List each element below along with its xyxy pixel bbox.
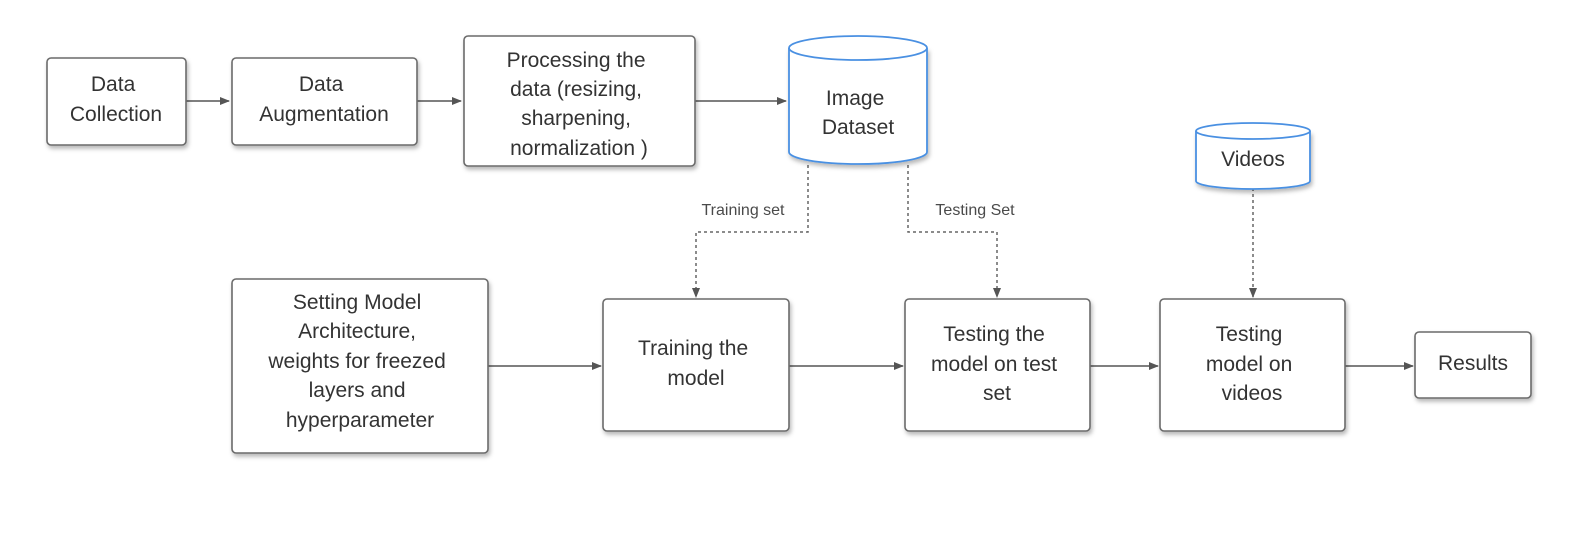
node-data-augmentation-line: Augmentation bbox=[259, 103, 389, 126]
svg-text:Videos: Videos bbox=[1221, 148, 1285, 171]
node-testing-videos: Testing model on videos bbox=[1159, 298, 1346, 432]
svg-text:Testing model on v: Testing model on videos bbox=[1206, 323, 1298, 405]
svg-text:Image Dataset: Image Dataset bbox=[822, 87, 895, 139]
node-videos-cylinder: Videos bbox=[1195, 122, 1311, 190]
edge-label-testing-set: Testing Set bbox=[935, 202, 1015, 219]
node-setting-model-line: hyperparameter bbox=[286, 409, 434, 432]
node-image-dataset-cylinder: Image Dataset bbox=[788, 35, 928, 165]
node-setting-model-line: weights for freezed bbox=[267, 350, 445, 373]
node-data-augmentation-line: Data bbox=[299, 73, 344, 96]
node-processing: Processing the data (resizing, sharpenin… bbox=[463, 35, 696, 167]
node-setting-model: Setting Model Architecture, weights for … bbox=[231, 278, 489, 454]
svg-text:Setting Model Architectu: Setting Model Architecture, weights for … bbox=[267, 291, 451, 432]
node-testing-test-set-line: set bbox=[983, 382, 1011, 405]
svg-text:Processing the data (res: Processing the data (resizing, sharpenin… bbox=[507, 49, 652, 160]
node-videos-line: Videos bbox=[1221, 148, 1285, 171]
node-processing-line: data (resizing, bbox=[510, 78, 642, 101]
node-testing-videos-line: model on bbox=[1206, 353, 1292, 376]
edge-label-training-set: Training set bbox=[702, 202, 786, 219]
node-setting-model-line: layers and bbox=[309, 379, 406, 402]
node-testing-videos-line: Testing bbox=[1216, 323, 1283, 346]
node-processing-line: Processing the bbox=[507, 49, 646, 72]
node-training: Training the model bbox=[602, 298, 790, 432]
node-setting-model-line: Architecture, bbox=[298, 320, 416, 343]
node-processing-line: normalization ) bbox=[510, 137, 648, 160]
svg-text:Results: Results bbox=[1438, 352, 1508, 375]
node-testing-videos-line: videos bbox=[1222, 382, 1283, 405]
node-training-line: Training the bbox=[638, 337, 748, 360]
edge-dataset-to-testing bbox=[907, 165, 1001, 298]
node-results-line: Results bbox=[1438, 352, 1508, 375]
edge-dataset-to-training bbox=[692, 165, 809, 298]
node-image-dataset-line: Dataset bbox=[822, 116, 895, 139]
node-testing-test-set: Testing the model on test set bbox=[904, 298, 1091, 432]
node-testing-test-set-line: model on test bbox=[931, 353, 1057, 376]
node-data-collection-line: Data bbox=[91, 73, 136, 96]
node-training-line: model bbox=[667, 367, 724, 390]
node-image-dataset-line: Image bbox=[826, 87, 884, 110]
node-results: Results bbox=[1414, 331, 1532, 399]
node-testing-test-set-line: Testing the bbox=[943, 323, 1045, 346]
svg-text:Data Augmentation: Data Augmentation bbox=[259, 73, 389, 126]
node-processing-line: sharpening, bbox=[521, 107, 631, 130]
node-data-augmentation: Data Augmentation bbox=[231, 57, 418, 146]
node-data-collection: Data Collection bbox=[46, 57, 187, 146]
node-setting-model-line: Setting Model bbox=[293, 291, 421, 314]
svg-text:Data Collection: Data Collection bbox=[70, 73, 162, 126]
node-data-collection-line: Collection bbox=[70, 103, 162, 126]
svg-text:Testing the model on tes: Testing the model on test set bbox=[931, 323, 1063, 405]
svg-text:Training the model: Training the model bbox=[638, 337, 754, 390]
edges: Training set Testing Set bbox=[186, 97, 1414, 370]
